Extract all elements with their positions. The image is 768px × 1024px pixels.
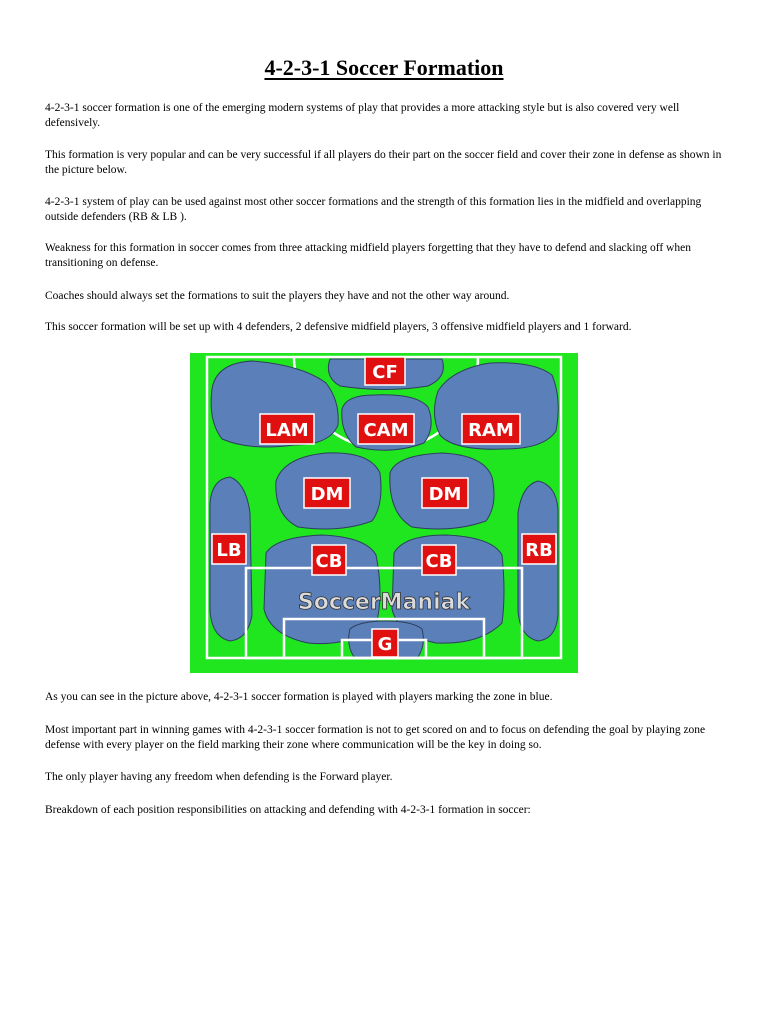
position-labels: CF LAM CAM RAM DM DM [211,356,557,658]
paragraph-popularity: This formation is very popular and can b… [45,149,722,176]
svg-text:CB: CB [316,551,343,572]
watermark-text: SoccerManiak [298,590,472,615]
zones [209,358,559,658]
paragraph-zone-marking: As you can see in the picture above, 4-2… [45,691,553,703]
paragraph-breakdown: Breakdown of each position responsibilit… [45,804,531,816]
label-rb: RB [521,533,557,565]
svg-text:LAM: LAM [265,420,308,441]
svg-text:LB: LB [216,540,241,561]
zone-cb-left [263,534,381,645]
label-cb-right: CB [421,544,457,576]
svg-text:CF: CF [372,362,398,383]
page-title: 4-2-3-1 Soccer Formation [264,55,504,80]
svg-text:CAM: CAM [363,420,408,441]
label-lb: LB [211,533,247,565]
paragraph-defending: Most important part in winning games wit… [45,724,706,751]
label-lam: LAM [259,413,315,445]
paragraph-forward-freedom: The only player having any freedom when … [45,771,393,783]
paragraph-strength: 4-2-3-1 system of play can be used again… [45,196,702,223]
label-gk: G [371,628,399,658]
label-cb-left: CB [311,544,347,576]
svg-text:DM: DM [429,484,462,505]
formation-diagram: SoccerManiak CF LAM CAM RAM DM [190,353,578,673]
label-cam: CAM [357,413,415,445]
formation-field: SoccerManiak CF LAM CAM RAM DM [190,353,578,673]
svg-text:DM: DM [311,484,344,505]
svg-text:RAM: RAM [468,420,514,441]
label-dm-left: DM [303,477,351,509]
label-dm-right: DM [421,477,469,509]
paragraph-setup: This soccer formation will be set up wit… [45,321,632,333]
svg-text:CB: CB [426,551,453,572]
paragraph-coaches: Coaches should always set the formations… [45,290,510,302]
svg-text:RB: RB [525,540,553,561]
label-ram: RAM [461,413,521,445]
paragraph-intro: 4-2-3-1 soccer formation is one of the e… [45,102,680,129]
field-lines [244,566,524,660]
paragraph-weakness: Weakness for this formation in soccer co… [45,242,691,269]
label-cf: CF [364,356,406,386]
svg-text:G: G [378,634,393,655]
